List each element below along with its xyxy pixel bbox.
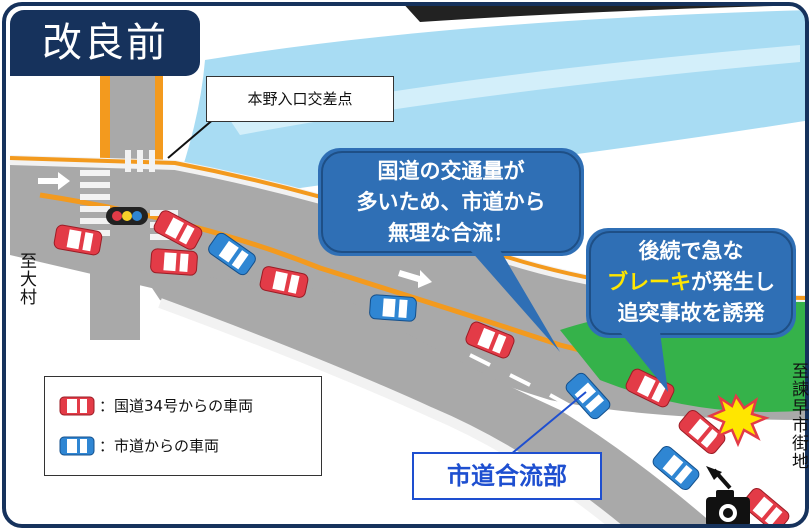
blue-car-icon <box>59 436 95 455</box>
callout-left: 国道の交通量が 多いため、市道から 無理な合流！ <box>318 156 584 249</box>
callout-right-line-2: ブレーキが発生し <box>586 267 796 298</box>
callout-left-line-3: 無理な合流！ <box>388 221 514 245</box>
callout-left-bubble <box>318 148 584 352</box>
merge-leader <box>509 391 587 456</box>
lane-dashes <box>469 353 571 408</box>
page-title: 改良前 <box>10 10 200 76</box>
callout-right-bubble <box>586 228 796 392</box>
callout-left-line-1: 国道の交通量が <box>377 159 525 183</box>
intersection-label: 本野入口交差点 <box>206 76 394 122</box>
callout-left-line-2: 多いため、市道から <box>356 190 546 214</box>
collision-burst-icon <box>706 393 770 448</box>
direction-isahaya: 至諫早市街地 <box>788 362 808 470</box>
camera-icon <box>706 466 750 526</box>
traffic-signal <box>106 207 148 225</box>
legend-label-national: ：国道34号からの車両 <box>99 397 254 415</box>
orange-edge-east <box>155 74 163 174</box>
legend-item-city: ：市道からの車両 <box>59 435 219 456</box>
legend-label-city: ：市道からの車両 <box>99 437 220 455</box>
merge-point-label: 市道合流部 <box>412 452 602 500</box>
callout-right-line-2-rest: が発生し <box>691 270 775 294</box>
callout-right: 後続で急な ブレーキが発生し 追突事故を誘発 <box>586 236 796 329</box>
vehicles-city <box>208 232 700 491</box>
brake-highlight: ブレーキ <box>607 270 691 294</box>
direction-omura: 至大村 <box>16 252 36 306</box>
legend: ：国道34号からの車両 ：市道からの車両 <box>44 376 322 476</box>
red-car-icon <box>59 396 95 415</box>
vehicles-national <box>53 210 790 526</box>
callout-right-line-3: 追突事故を誘発 <box>617 301 765 325</box>
callout-right-line-1: 後続で急な <box>638 239 744 263</box>
orange-edge-west <box>100 74 110 184</box>
legend-item-national: ：国道34号からの車両 <box>59 395 253 416</box>
side-road-north <box>105 74 160 170</box>
side-road-south <box>90 270 140 340</box>
